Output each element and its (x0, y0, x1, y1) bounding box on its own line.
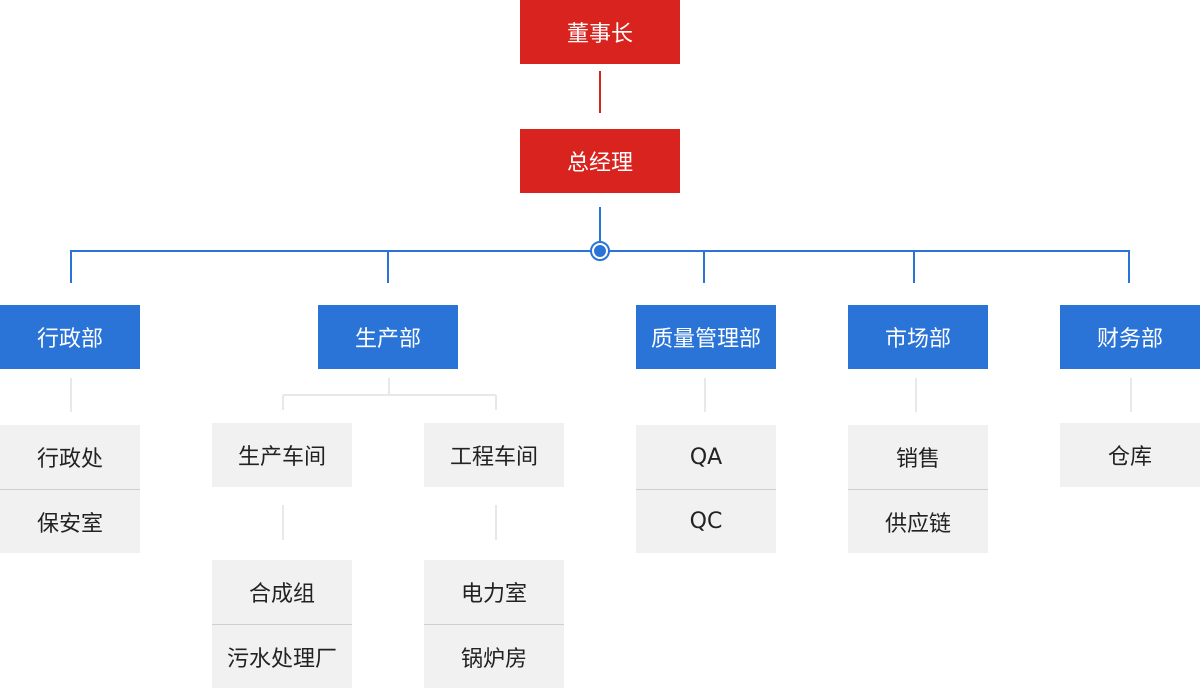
department-market: 市场部 (848, 305, 988, 369)
unit-label: 电力室 (460, 582, 527, 607)
unit-label: 行政处 (36, 447, 103, 472)
unit-box: 仓库 (1060, 423, 1200, 487)
unit-label: 供应链 (884, 511, 951, 537)
general-manager-box: 总经理 (520, 129, 680, 193)
department-label: 行政部 (36, 327, 103, 352)
workshop-box: 生产车间 (212, 423, 352, 487)
unit-box: 供应链 (848, 489, 988, 553)
unit-label: 锅炉房 (460, 646, 527, 672)
department-label: 市场部 (884, 327, 951, 352)
department-label: 生产部 (354, 327, 421, 352)
unit-label: QA (689, 444, 723, 470)
chairman-label: 董事长 (566, 22, 633, 47)
unit-label: 仓库 (1107, 445, 1152, 470)
chairman-box: 董事长 (520, 0, 680, 64)
bus-junction-dot-inner (594, 245, 606, 257)
unit-label: QC (689, 509, 723, 534)
unit-box: 保安室 (0, 489, 140, 553)
unit-box: 行政处 (0, 425, 140, 489)
unit-box: 合成组 (212, 560, 352, 624)
unit-label: 保安室 (36, 511, 103, 537)
department-label: 质量管理部 (650, 327, 761, 352)
unit-label: 污水处理厂 (226, 646, 337, 672)
workshop-label: 生产车间 (237, 445, 326, 470)
unit-box: 电力室 (424, 560, 564, 624)
workshop-box: 工程车间 (424, 423, 564, 487)
department-production: 生产部 (318, 305, 458, 369)
unit-box: 锅炉房 (424, 624, 564, 688)
general-manager-label: 总经理 (566, 151, 633, 176)
unit-label: 合成组 (248, 582, 315, 607)
unit-box: QA (636, 425, 776, 489)
workshop-label: 工程车间 (449, 445, 538, 470)
unit-box: 污水处理厂 (212, 624, 352, 688)
department-quality: 质量管理部 (636, 305, 776, 369)
unit-box: 销售 (848, 425, 988, 489)
department-label: 财务部 (1096, 327, 1163, 352)
unit-box: QC (636, 489, 776, 553)
department-admin: 行政部 (0, 305, 140, 369)
unit-label: 销售 (895, 447, 940, 472)
department-finance: 财务部 (1060, 305, 1200, 369)
